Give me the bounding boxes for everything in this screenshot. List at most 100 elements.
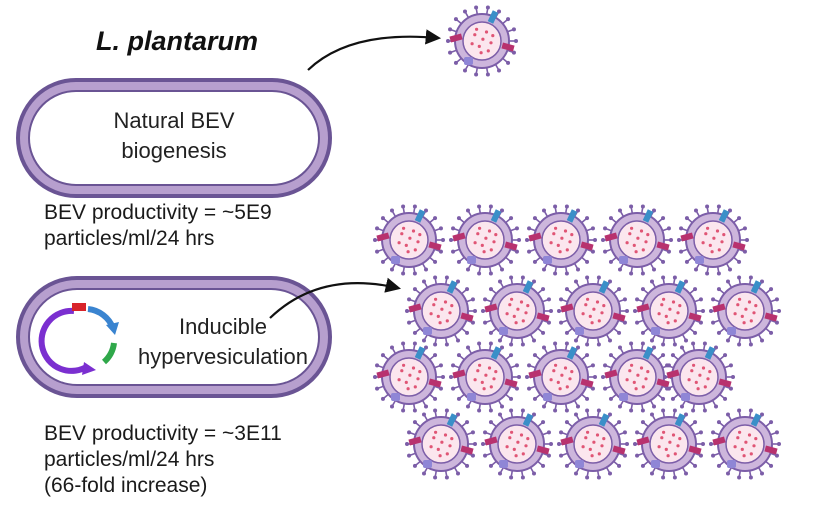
vesicle-protein-blue [446, 413, 458, 427]
vesicle-spike-tip [506, 60, 511, 65]
natural-biogenesis-label: Natural BEV biogenesis [20, 106, 328, 166]
vesicle-cargo-dot [484, 30, 489, 34]
vesicle-spike-tip [506, 17, 511, 22]
vesicle-spike-tip [629, 271, 634, 276]
vesicle-spike-tip [559, 297, 564, 302]
vesicle-cargo-dot [448, 311, 452, 315]
vesicle-spike-tip [509, 342, 514, 347]
vesicle-cargo-dot [570, 370, 574, 374]
vesicle-protein-magenta [688, 312, 702, 322]
vesicle-cargo-dot [744, 440, 748, 444]
vesicle-protein-magenta [712, 436, 726, 446]
vesicle-spike-tip [520, 275, 525, 280]
vesicle-hyper [633, 408, 705, 480]
vesicle-protein-magenta [656, 378, 670, 388]
vesicle-spike-tip [698, 297, 703, 302]
vesicle-spike-tip [546, 297, 551, 302]
vesicle-cargo-dot [560, 373, 564, 377]
vesicle-protein-blue [490, 209, 502, 223]
vesicle-protein-magenta [580, 241, 594, 251]
vesicle-spike-tip [640, 341, 645, 346]
vesicle-protein-magenta [484, 303, 498, 313]
vesicle-cargo-dot [736, 303, 740, 307]
vesicle-lumen [497, 291, 537, 331]
vesicle-protein-magenta [376, 232, 390, 242]
vesicle-lumen [649, 291, 689, 331]
vesicle-spike-tip [693, 463, 698, 468]
vesicle-spike-tip [433, 216, 438, 221]
vesicle-protein-magenta [604, 232, 618, 242]
vesicle-spike-tip [564, 204, 569, 209]
vesicle-spike-tip [728, 267, 732, 272]
vesicle-spike-tip [424, 404, 428, 409]
vesicle-cargo-dot [440, 307, 444, 311]
vesicle-spike-tip [608, 353, 613, 358]
vesicle-spike-tip [509, 408, 514, 413]
vesicle-spike-tip [456, 396, 461, 401]
vesicle-cargo-dot [510, 430, 514, 434]
vesicle-spike-tip [517, 238, 521, 242]
vesicle-lumen [497, 424, 537, 464]
vesicle-spike-tip [509, 275, 514, 280]
vesicle-cargo-dot [552, 232, 556, 236]
vesicle-lumen [573, 291, 613, 331]
vesicle-protein-magenta [712, 303, 726, 313]
vesicle-spike-tip [698, 320, 703, 325]
vesicle-cargo-dot [479, 51, 483, 55]
vesicle-spike-tip [590, 249, 595, 254]
vesicle-spike-tip [441, 375, 445, 379]
vesicle-spike-tip [375, 226, 380, 231]
vesicle-spike-tip [514, 386, 519, 391]
vesicle-protein-magenta [536, 445, 550, 455]
vesicle-cargo-dot [671, 300, 676, 304]
vesicle-cargo-dot [588, 314, 592, 318]
vesicle-cargo-dot [590, 454, 594, 458]
vesicle-protein-lavender [467, 393, 476, 401]
vesicle-spike-tip [665, 386, 670, 391]
vesicle-protein-magenta [501, 42, 515, 52]
plasmid-arrow-purple [82, 362, 96, 375]
vesicle-cargo-dot [586, 297, 590, 301]
vesicle-hyper [481, 275, 553, 347]
vesicle-spike-tip [449, 238, 453, 242]
vesicle-cargo-dot [508, 303, 512, 307]
vesicle-hyper [405, 408, 477, 480]
vesicle-cargo-dot [646, 370, 650, 374]
vesicle-spike-tip [737, 475, 742, 480]
vesicle-cargo-dot [494, 233, 498, 237]
vesicle-spike-tip [532, 259, 537, 264]
vesicle-protein-blue [566, 209, 578, 223]
vesicle-cargo-dot [549, 378, 553, 382]
vesicle-spike-tip [629, 408, 634, 413]
vesicle-cargo-dot [595, 433, 600, 437]
vesicle-cargo-dot [492, 240, 496, 244]
vesicle-spike-tip [709, 442, 713, 446]
vesicle-spike-tip [650, 279, 654, 284]
vesicle-spike-tip [593, 238, 597, 242]
vesicle-protein-blue [642, 209, 654, 223]
vesicle-cargo-dot [639, 229, 644, 233]
vesicle-protein-blue [674, 280, 686, 294]
vesicle-protein-lavender [423, 327, 432, 335]
vesicle-protein-blue [598, 280, 610, 294]
vesicle-spike-tip [585, 275, 590, 280]
vesicle-cargo-dot [694, 380, 698, 384]
vesicle-spike-tip [390, 345, 394, 350]
vesicle-spike-tip [557, 309, 561, 313]
vesicle-spike-tip [748, 275, 753, 280]
vesicle-protein-magenta [718, 378, 732, 388]
vesicle-spike-tip [574, 412, 578, 417]
vesicle-cargo-dot [473, 33, 477, 37]
vesicle-spike-tip [525, 238, 529, 242]
vesicle-lumen [421, 424, 461, 464]
vesicle-spike-tip [390, 267, 394, 272]
vesicle-spike-tip [407, 453, 412, 458]
vesicle-cargo-dot [742, 454, 746, 458]
vesicle-spike-tip [498, 471, 502, 476]
vesicle-cargo-dot [568, 377, 572, 381]
vesicle-spike-tip [412, 341, 417, 346]
vesicle-spike-tip [405, 309, 409, 313]
vesicle-spike-tip [574, 279, 578, 284]
vesicle-cargo-dot [505, 312, 509, 316]
vesicle-spike-tip [629, 341, 634, 346]
